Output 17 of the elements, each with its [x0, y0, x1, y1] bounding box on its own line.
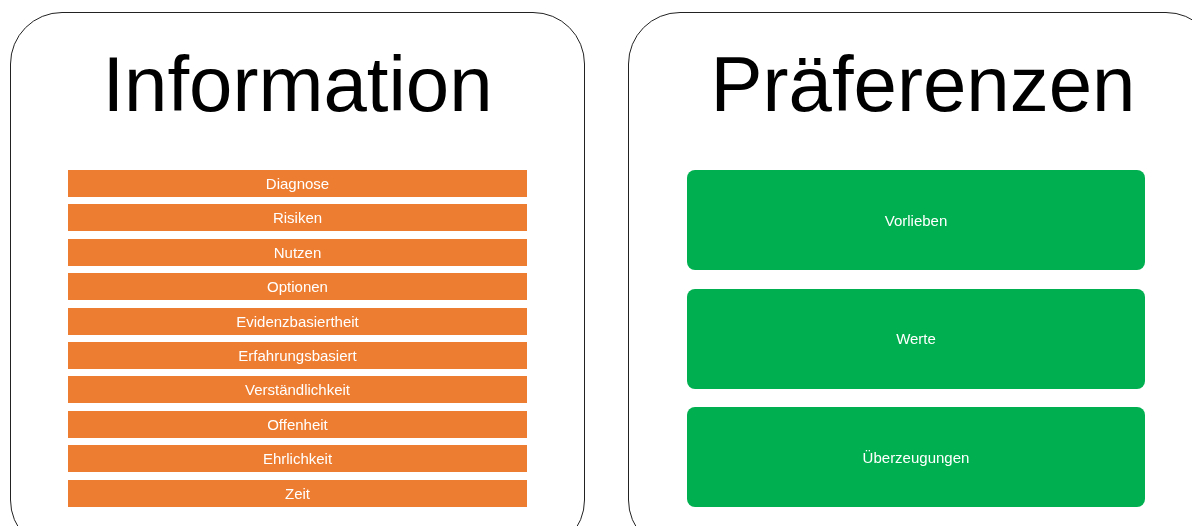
- info-bar: Verständlichkeit: [68, 376, 527, 404]
- preference-box: Überzeugungen: [687, 407, 1145, 507]
- panel-card: [10, 12, 585, 526]
- panel-card: [628, 12, 1192, 526]
- info-bar: Nutzen: [68, 238, 527, 266]
- info-bar: Zeit: [68, 479, 527, 507]
- panel-title: Information: [101, 45, 494, 123]
- panel-title: Präferenzen: [709, 45, 1137, 123]
- info-bar: Risiken: [68, 204, 527, 232]
- info-bar: Optionen: [68, 273, 527, 301]
- info-bar: Evidenzbasiertheit: [68, 307, 527, 335]
- info-bar: Ehrlichkeit: [68, 445, 527, 473]
- preference-box: Vorlieben: [687, 170, 1145, 270]
- info-bar: Offenheit: [68, 410, 527, 438]
- info-bar: Erfahrungsbasiert: [68, 342, 527, 369]
- info-bar: Diagnose: [68, 170, 527, 197]
- preference-box: Werte: [687, 288, 1145, 389]
